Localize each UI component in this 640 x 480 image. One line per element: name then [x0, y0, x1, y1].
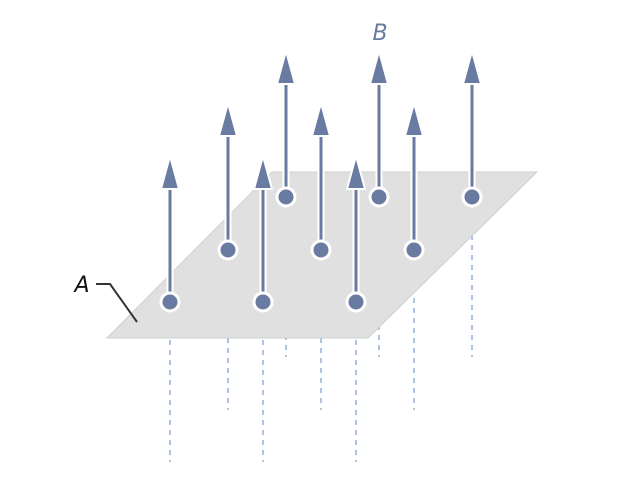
field-arrow-9 [461, 50, 483, 208]
piercing-point [403, 239, 425, 261]
arrowhead [253, 155, 273, 190]
field-arrow-3 [252, 155, 274, 313]
piercing-point [159, 291, 181, 313]
piercing-point [310, 239, 332, 261]
field-arrow-6 [345, 155, 367, 313]
arrowhead [346, 155, 366, 190]
field-arrow-2 [217, 102, 239, 261]
arrowhead [462, 50, 482, 85]
field-label: B [372, 21, 387, 46]
surface-label: A [72, 273, 89, 298]
field-arrows [159, 50, 483, 313]
piercing-point [275, 186, 297, 208]
arrowhead [160, 155, 180, 190]
arrowhead [218, 102, 238, 137]
arrowhead [404, 102, 424, 137]
arrowhead [369, 50, 389, 85]
field-arrow-4 [275, 50, 297, 208]
piercing-point [461, 186, 483, 208]
surface-leader-line [96, 283, 138, 323]
piercing-point [217, 239, 239, 261]
arrowhead [311, 102, 331, 137]
field-arrow-1 [159, 155, 181, 313]
piercing-point [252, 291, 274, 313]
field-arrow-5 [310, 102, 332, 261]
piercing-point [345, 291, 367, 313]
field-arrow-8 [403, 102, 425, 261]
piercing-point [368, 186, 390, 208]
field-arrow-7 [368, 50, 390, 208]
arrowhead [276, 50, 296, 85]
